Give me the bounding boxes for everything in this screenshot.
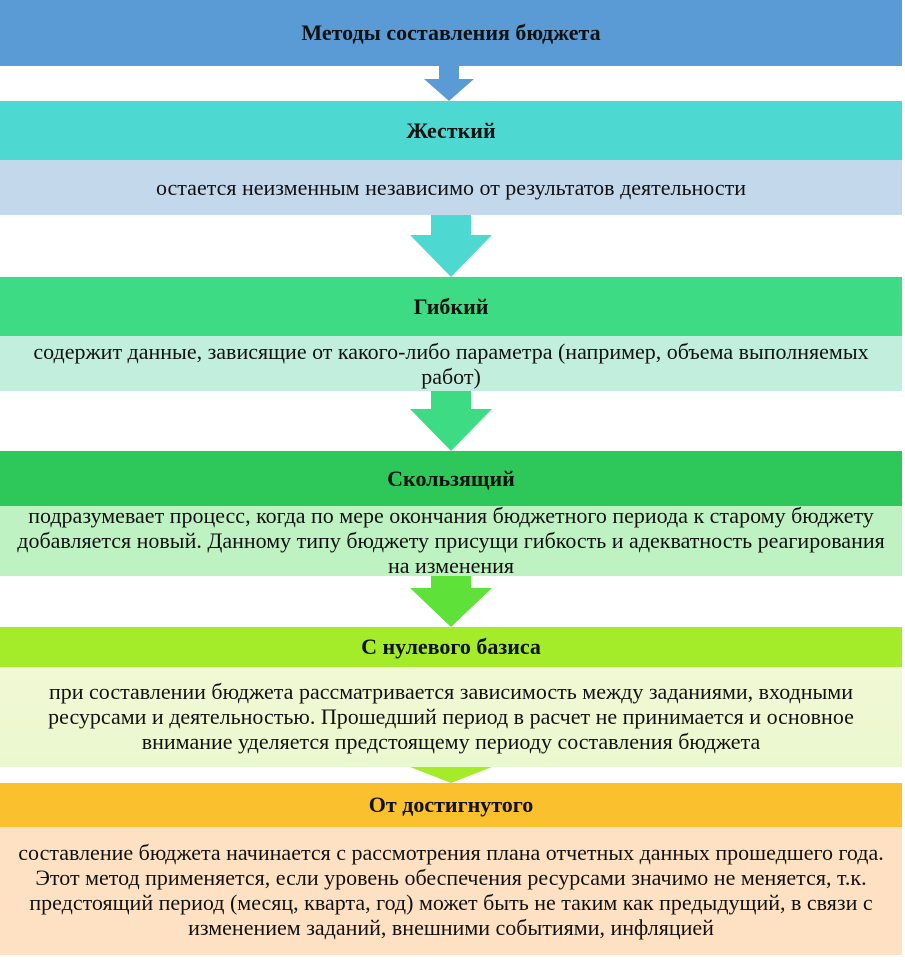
method-header-rolling: Скользящий <box>0 451 902 506</box>
arrow-down-icon <box>410 391 492 451</box>
arrow-down-icon <box>410 767 492 783</box>
method-header-achieved: От достигнутого <box>0 783 902 827</box>
arrow-down-icon <box>424 66 474 101</box>
method-description-achieved: составление бюджета начинается с рассмот… <box>0 827 902 955</box>
diagram-title: Методы составления бюджета <box>0 0 902 66</box>
method-header-flexible: Гибкий <box>0 277 902 336</box>
arrow-down-icon <box>410 576 492 627</box>
method-name: Гибкий <box>413 293 489 319</box>
method-description-text: подразумевает процесс, когда по мере око… <box>17 502 885 578</box>
method-description-zero-base: при составлении бюджета рассматривается … <box>0 667 902 767</box>
method-name: Скользящий <box>387 465 515 491</box>
method-description-text: при составлении бюджета рассматривается … <box>48 678 854 754</box>
arrow-down-icon <box>410 215 492 277</box>
diagram-title-text: Методы составления бюджета <box>301 20 601 45</box>
method-description-flexible: содержит данные, зависящие от какого-либ… <box>0 336 902 391</box>
method-description-text: составление бюджета начинается с рассмот… <box>18 840 884 940</box>
method-name: От достигнутого <box>368 792 534 817</box>
method-header-rigid: Жесткий <box>0 101 902 160</box>
method-description-text: содержит данные, зависящие от какого-либ… <box>33 338 869 389</box>
method-description-text: остается неизменным независимо от резуль… <box>155 175 747 200</box>
method-description-rigid: остается неизменным независимо от резуль… <box>0 160 902 215</box>
method-header-zero-base: С нулевого базиса <box>0 627 902 667</box>
method-name: Жесткий <box>406 117 496 143</box>
method-description-rolling: подразумевает процесс, когда по мере око… <box>0 502 902 578</box>
method-name: С нулевого базиса <box>361 634 541 659</box>
